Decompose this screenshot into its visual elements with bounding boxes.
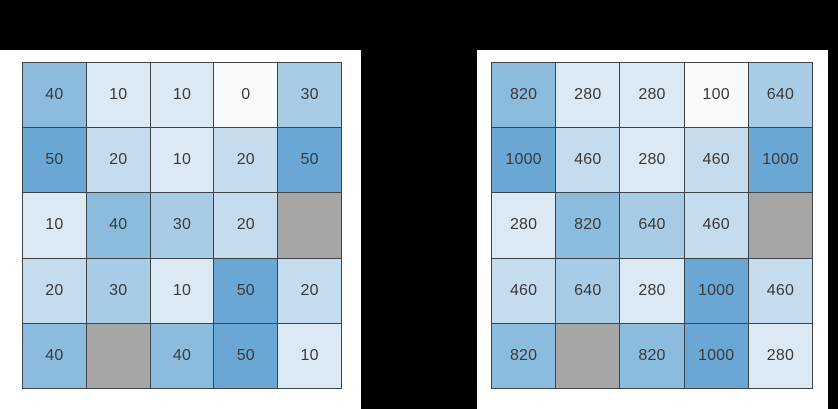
heatmap-cell: 40 (86, 193, 150, 258)
heatmap-cell: 40 (150, 323, 214, 388)
heatmap-cell: 460 (748, 258, 812, 323)
heatmap-cell: 460 (684, 128, 748, 193)
heatmap-cell: 460 (492, 258, 556, 323)
heatmap-cell: 10 (23, 193, 86, 258)
heatmap-cell: 30 (86, 258, 150, 323)
heatmap-cell: 20 (86, 128, 150, 193)
heatmap-cell: 20 (214, 193, 278, 258)
heatmap-cell: 280 (556, 63, 620, 128)
heatmap-cell: 820 (492, 323, 556, 388)
heatmap-cell: 50 (23, 128, 86, 193)
heatmap-cell: 1000 (684, 258, 748, 323)
heatmap-cell: 280 (620, 63, 684, 128)
heatmap-cell: 30 (150, 193, 214, 258)
heatmap-cell: 280 (620, 128, 684, 193)
heatmap-cell: 50 (278, 128, 341, 193)
heatmap-cell: 50 (214, 323, 278, 388)
heatmap-cell: 20 (278, 258, 341, 323)
heatmap-cell: 820 (492, 63, 556, 128)
heatmap-cell: 280 (748, 323, 812, 388)
heatmap-cell: 460 (684, 193, 748, 258)
heatmap-cell: 10 (150, 258, 214, 323)
heatmap-cell: 10 (150, 128, 214, 193)
heatmap-cell: 640 (748, 63, 812, 128)
heatmap-cell: 40 (23, 63, 86, 128)
heatmap-cell: 20 (23, 258, 86, 323)
heatmap-cell-masked (556, 323, 620, 388)
heatmap-cell: 50 (214, 258, 278, 323)
heatmap-cell: 1000 (748, 128, 812, 193)
heatmap-cell: 640 (556, 258, 620, 323)
heatmap-cell: 820 (620, 323, 684, 388)
heatmap-cell: 280 (620, 258, 684, 323)
heatmap-cell: 280 (492, 193, 556, 258)
heatmap-cell: 100 (684, 63, 748, 128)
heatmap-cell-masked (748, 193, 812, 258)
heatmap-cell: 20 (214, 128, 278, 193)
heatmap-cell: 40 (23, 323, 86, 388)
heatmap-cell: 10 (86, 63, 150, 128)
heatmap-cell: 0 (214, 63, 278, 128)
heatmap-cell-masked (278, 193, 341, 258)
heatmap-cell: 1000 (684, 323, 748, 388)
heatmap-cell: 30 (278, 63, 341, 128)
heatmap-cell: 820 (556, 193, 620, 258)
heatmap-cell: 10 (150, 63, 214, 128)
heatmap-cell-masked (86, 323, 150, 388)
heatmap-cell: 640 (620, 193, 684, 258)
heatmap-cell: 10 (278, 323, 341, 388)
heatmap-cell: 1000 (492, 128, 556, 193)
heatmap-cell: 460 (556, 128, 620, 193)
